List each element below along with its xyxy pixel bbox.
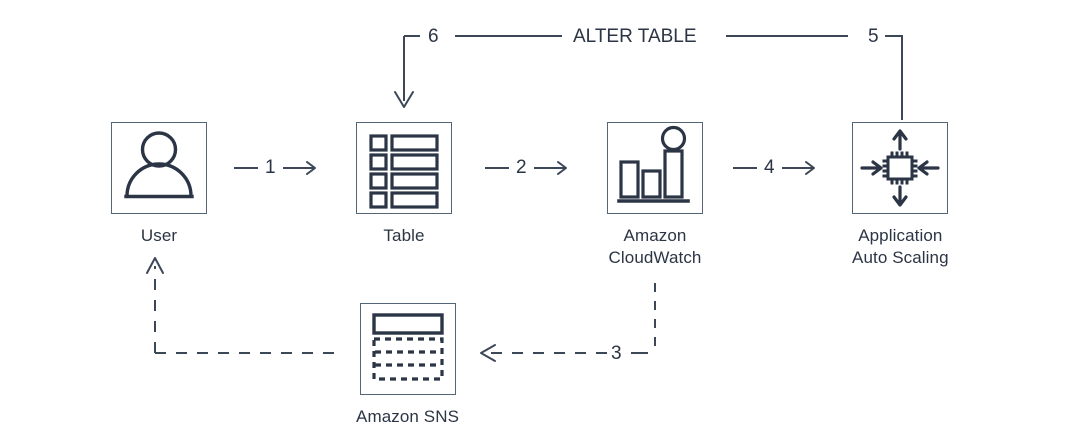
connector-3-number: 3 (611, 343, 622, 364)
table-icon (369, 134, 439, 209)
node-user: User (111, 122, 207, 247)
node-table-label: Table (383, 226, 425, 245)
connector-4-dash (733, 166, 757, 169)
connector-1-number: 1 (265, 157, 276, 178)
connector-4-number: 4 (764, 157, 775, 178)
user-icon (124, 131, 194, 199)
application-auto-scaling-icon (860, 129, 940, 207)
node-amazon-sns-label: Amazon SNS (356, 407, 460, 426)
node-cloudwatch-box (607, 122, 703, 214)
node-amazon-sns: Amazon SNS (356, 303, 459, 428)
arrow-right-icon (533, 160, 568, 176)
amazon-sns-icon (371, 313, 444, 381)
connector-6-number: 6 (428, 26, 439, 47)
connector-2-number: 2 (516, 157, 527, 178)
dashed-return-line-sns-to-user (146, 257, 334, 354)
node-application-auto-scaling-label: Application Auto Scaling (852, 226, 949, 267)
connector-1: 1 (234, 158, 317, 177)
node-amazon-sns-box (359, 303, 456, 395)
connector-6-line (394, 35, 420, 108)
node-user-box (111, 122, 207, 214)
connector-4: 4 (733, 158, 816, 177)
connector-2: 2 (485, 158, 568, 177)
node-user-label: User (140, 226, 178, 245)
node-cloudwatch: Amazon CloudWatch (607, 122, 703, 269)
cloudwatch-icon (617, 125, 690, 203)
connector-5-number: 5 (868, 26, 879, 47)
arrow-right-icon (282, 160, 317, 176)
node-table: Table (356, 122, 452, 247)
node-application-auto-scaling: Application Auto Scaling (852, 122, 949, 269)
arrow-right-icon (781, 160, 816, 176)
connector-1-dash (234, 166, 258, 169)
node-cloudwatch-label: Amazon CloudWatch (608, 226, 702, 267)
alter-table-flow-label: ALTER TABLE (573, 26, 697, 47)
connector-5-line (885, 35, 903, 120)
connector-3-line (480, 283, 656, 362)
connector-2-dash (485, 166, 509, 169)
node-application-auto-scaling-box (852, 122, 949, 214)
node-table-box (356, 122, 452, 214)
